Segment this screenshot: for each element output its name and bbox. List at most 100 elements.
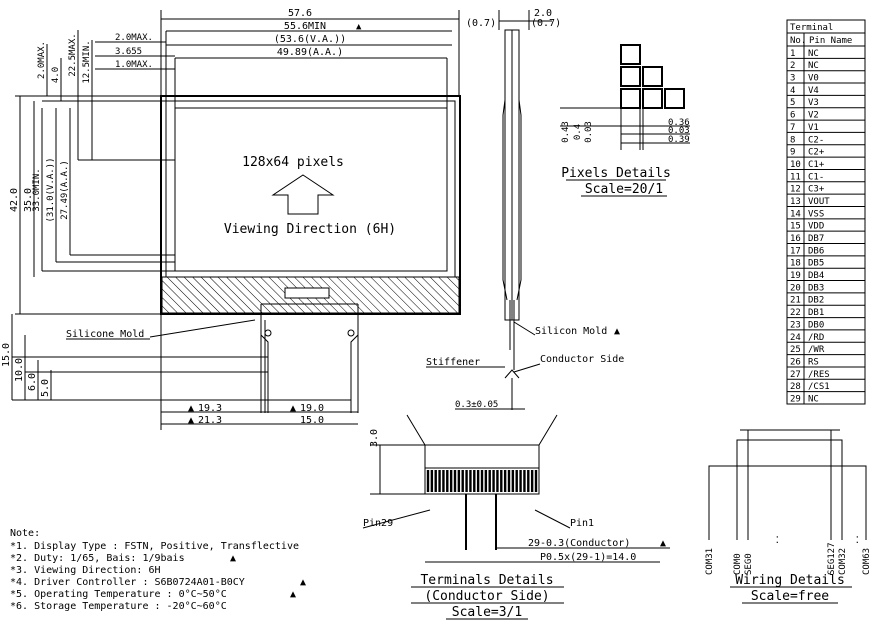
- terminal-pin-no: 5: [790, 98, 795, 108]
- warning-mark-icon: ▲: [356, 22, 362, 32]
- note-item: *5. Operating Temperature : 0°C~50°C: [10, 589, 227, 600]
- terminal-pin-no: 12: [790, 185, 801, 195]
- terminal-pin-no: 20: [790, 283, 801, 293]
- terminal-pin-no: 1: [790, 49, 795, 59]
- terminal-conductor: [457, 470, 461, 492]
- table-row: 27/RES: [787, 366, 865, 380]
- terminal-conductor: [442, 470, 445, 492]
- terminal-conductor: [527, 470, 530, 492]
- terminal-conductor: [446, 470, 449, 492]
- terminal-pin-name: DB7: [808, 234, 824, 244]
- wiring-label: ..: [771, 534, 781, 545]
- table-row: 16 DB7: [787, 230, 865, 244]
- terminal-pin-name: V4: [808, 86, 819, 96]
- pixel-dim-04: 0.4: [573, 124, 583, 140]
- terminal-pin-name: DB1: [808, 308, 824, 318]
- dim-1max: 1.0MAX.: [115, 60, 153, 70]
- display-resolution-text: 128x64 pixels: [242, 155, 344, 170]
- terminal-bars: [426, 470, 538, 492]
- terminal-pin-no: 27: [790, 370, 801, 380]
- dim-10: 10.0: [14, 358, 25, 382]
- terminal-conductor: [438, 470, 441, 492]
- wiring-label: COM32: [838, 548, 848, 575]
- hatched-frame: [161, 276, 460, 314]
- pixel-dim-039: 0.39: [668, 135, 690, 145]
- terminal-pin-no: 11: [790, 172, 801, 182]
- wiring-label: COM31: [705, 548, 715, 575]
- pixel-dim-036: 0.36: [668, 118, 690, 128]
- warning-mark-icon: ▲: [614, 326, 620, 337]
- terminal-pin-name: C2-: [808, 135, 824, 145]
- note-item: *4. Driver Controller : S6B0724A01-B0CY: [10, 577, 245, 588]
- notes: Note: *1. Display Type : FSTN, Positive,…: [10, 528, 306, 612]
- side-dim-right: (0.7): [531, 18, 561, 29]
- warning-mark-icon: ▲: [300, 577, 306, 588]
- terminal-pin-no: 7: [790, 123, 795, 133]
- terminal-conductor: [476, 470, 480, 492]
- terminal-conductor: [484, 470, 488, 492]
- pin1-label: Pin1: [570, 518, 594, 529]
- warning-mark-icon: ▲: [290, 589, 296, 600]
- terminal-conductor: [488, 470, 491, 492]
- pixels-detail: 0.43 0.4 0.03 0.36 0.03 0.39 Pixels Deta…: [560, 44, 690, 197]
- terminal-conductor: [461, 470, 464, 492]
- terminal-conductor: [534, 470, 538, 492]
- terminal-pin-name: /WR: [808, 345, 825, 355]
- wiring-detail-scale: Scale=free: [751, 589, 829, 604]
- dim-top-2max: 2.0MAX.: [37, 41, 47, 79]
- terminal-pin-name: /CS1: [808, 382, 830, 392]
- terminal-pin-name: VOUT: [808, 197, 830, 207]
- terminal-pin-no: 19: [790, 271, 801, 281]
- table-row: 8 C2-: [787, 131, 865, 145]
- warning-mark-icon: ▲: [230, 553, 236, 564]
- terminal-conductor: [511, 470, 515, 492]
- pitch-dim: P0.5x(29-1)=14.0: [540, 552, 636, 563]
- stiffener-label: Stiffener: [426, 357, 480, 368]
- terminal-pin-no: 8: [790, 135, 795, 145]
- dim-min-width: 55.6MIN: [284, 21, 326, 32]
- side-thickness: 0.3±0.05: [455, 400, 498, 410]
- side-dim-left: (0.7): [466, 18, 496, 29]
- side-view: 2.0 (0.7) (0.7) Silicon Mold ▲ Stiffener…: [426, 8, 624, 410]
- terminal-pin-name: V2: [808, 111, 819, 121]
- terminals-detail-subtitle: (Conductor Side): [424, 589, 549, 604]
- dim-125min: 12.5MIN.: [82, 40, 92, 83]
- terminal-conductor: [469, 470, 472, 492]
- pixels-detail-scale: Scale=20/1: [585, 182, 663, 197]
- terminal-conductor: [515, 470, 518, 492]
- dim-193: 19.3: [198, 403, 222, 414]
- wiring-label: SEG0: [744, 553, 754, 575]
- terminal-conductor: [523, 470, 526, 492]
- terminal-pin-name: DB3: [808, 283, 824, 293]
- terminal-pin-name: /RD: [808, 333, 824, 343]
- terminal-conductor: [500, 470, 503, 492]
- terminal-conductor: [434, 470, 437, 492]
- wiring-label: COM0: [733, 553, 743, 575]
- viewing-direction-text: Viewing Direction (6H): [224, 222, 396, 237]
- terminal-col-name: Pin Name: [809, 36, 852, 46]
- terminals-detail: 3.0 Pin29 Pin1 29-0.3(Conductor) ▲ P0.5x…: [362, 414, 670, 620]
- dim-top-4: 4.0: [51, 67, 61, 83]
- terminal-pin-no: 15: [790, 222, 801, 232]
- fpc-hole-right: [347, 329, 355, 337]
- silicone-mold-label: Silicone Mold: [66, 329, 144, 340]
- terminal-pin-name: DB0: [808, 320, 824, 330]
- notes-title: Note:: [10, 528, 40, 539]
- dim-6: 6.0: [27, 373, 38, 391]
- terminal-pin-no: 24: [790, 333, 801, 343]
- lower-left-dimensions: 15.0 10.0 6.0 5.0 ▲ 19.3 ▲ 19.0 ▲ 21.3 1…: [1, 314, 358, 430]
- terminal-pin-no: 16: [790, 234, 801, 244]
- terminal-dim-30: 3.0: [369, 429, 380, 447]
